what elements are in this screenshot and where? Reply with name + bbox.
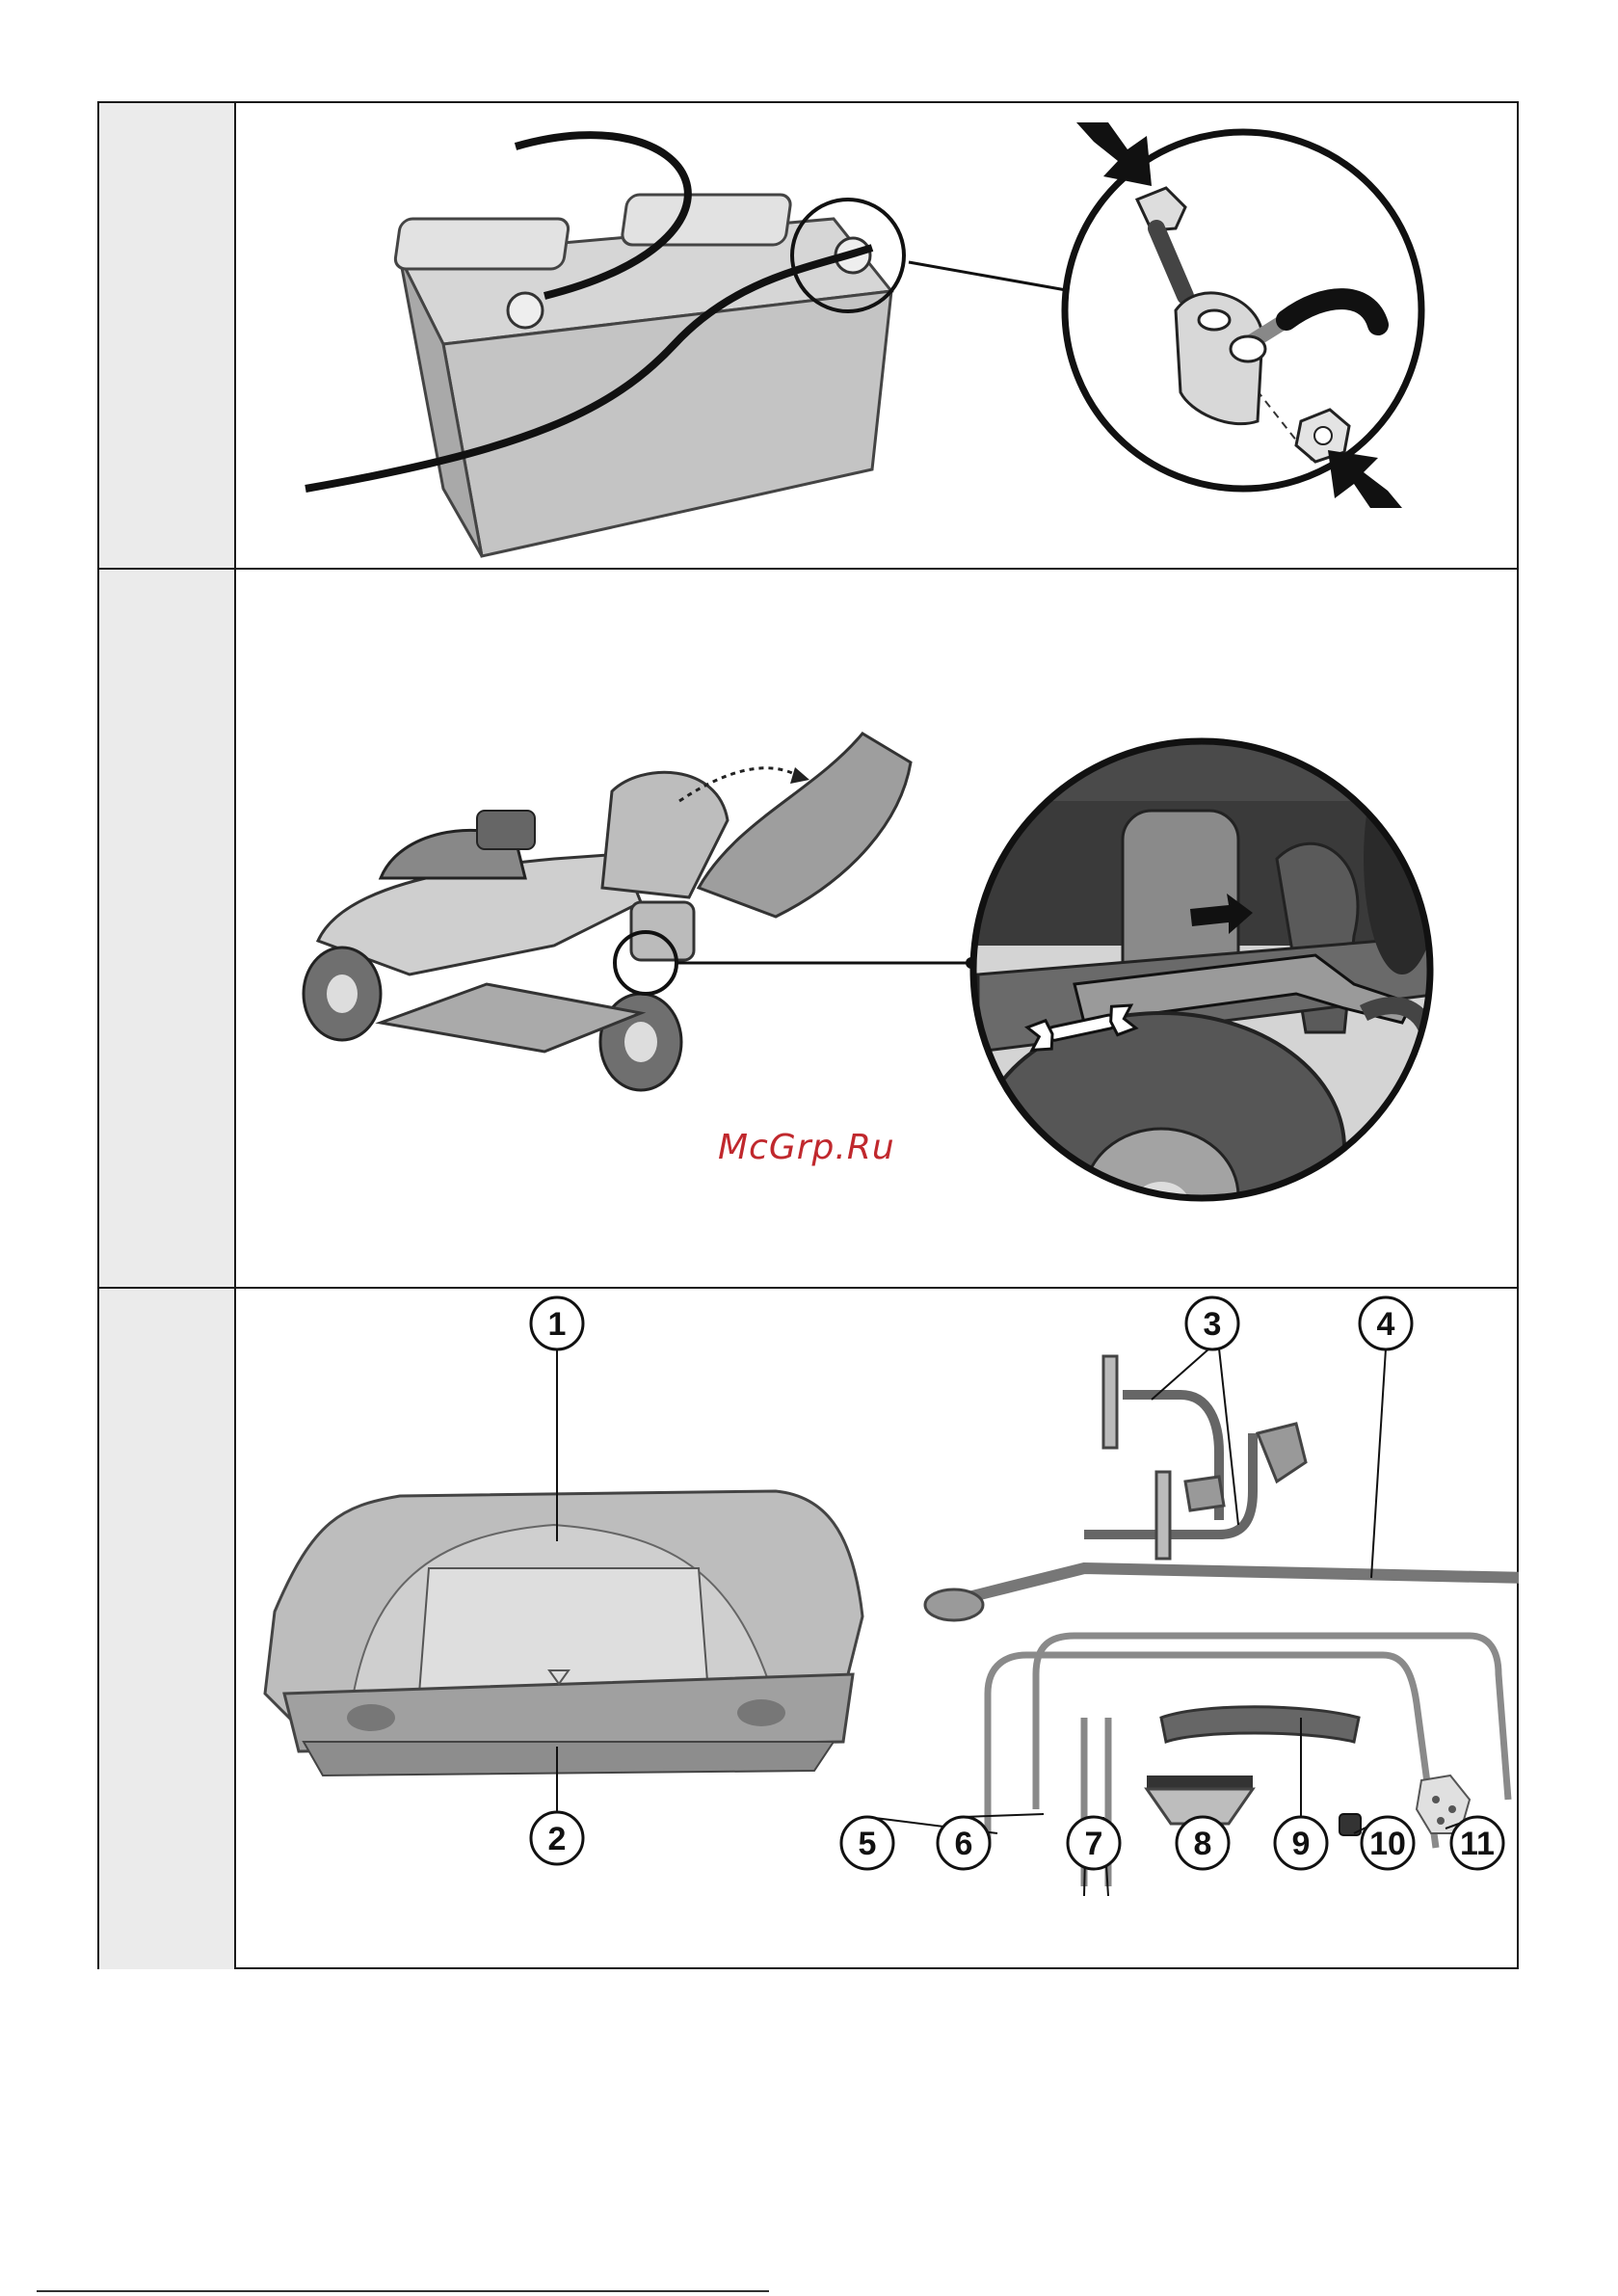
footer-rule (37, 2290, 769, 2292)
callout-5: 5 (841, 1817, 893, 1869)
svg-text:2: 2 (548, 1821, 567, 1857)
svg-text:1: 1 (548, 1306, 567, 1343)
mower-illustration (236, 570, 1517, 1287)
callout-11: 11 (1451, 1817, 1503, 1869)
figure-row-battery (99, 103, 1517, 570)
svg-text:8: 8 (1194, 1826, 1212, 1862)
callout-6: 6 (938, 1817, 990, 1869)
callout-9: 9 (1275, 1817, 1327, 1869)
grass-catcher-cover-part (265, 1491, 862, 1775)
parts-illustration: 1 2 3 4 5 6 7 8 9 10 11 (236, 1289, 1517, 1969)
svg-text:11: 11 (1460, 1826, 1495, 1862)
svg-text:4: 4 (1377, 1306, 1395, 1343)
svg-text:3: 3 (1204, 1306, 1222, 1343)
svg-text:5: 5 (859, 1826, 877, 1862)
mounting-bracket-part (1084, 1356, 1306, 1559)
figure-row-label-cell (99, 1289, 236, 1969)
svg-text:7: 7 (1085, 1826, 1103, 1862)
figure-row-mower (99, 570, 1517, 1289)
callout-2: 2 (531, 1812, 583, 1864)
callout-10: 10 (1362, 1817, 1414, 1869)
figure-row-label-cell (99, 103, 236, 568)
callout-8: 8 (1177, 1817, 1229, 1869)
callout-1: 1 (531, 1297, 583, 1349)
callout-3: 3 (1186, 1297, 1238, 1349)
battery-illustration (236, 103, 1517, 568)
svg-text:10: 10 (1369, 1826, 1406, 1862)
top-handle-part (1161, 1707, 1359, 1742)
figure-row-parts: 1 2 3 4 5 6 7 8 9 10 11 (99, 1289, 1517, 1969)
svg-text:9: 9 (1292, 1826, 1311, 1862)
figure-table: 1 2 3 4 5 6 7 8 9 10 11 (97, 101, 1519, 1969)
riding-mower-icon (304, 734, 911, 1090)
figure-row-label-cell (99, 570, 236, 1287)
svg-text:6: 6 (955, 1826, 973, 1862)
handle-bar-part (925, 1568, 1519, 1620)
callout-4: 4 (1360, 1297, 1412, 1349)
watermark: McGrp.Ru (718, 1128, 895, 1167)
callout-7: 7 (1068, 1817, 1120, 1869)
